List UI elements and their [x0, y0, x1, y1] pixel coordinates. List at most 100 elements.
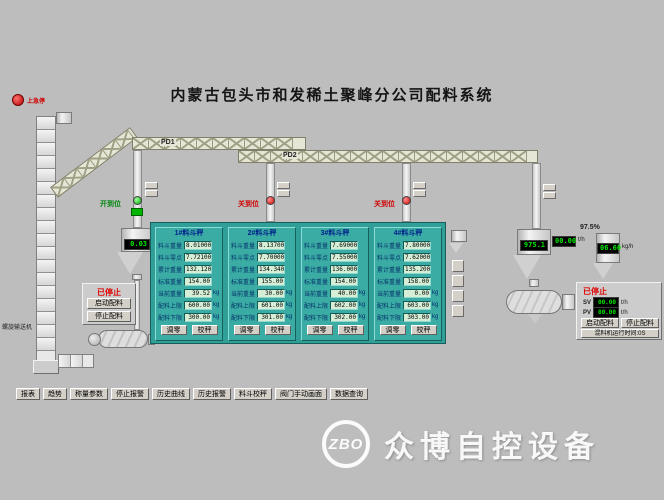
pv-unit: t/h — [621, 309, 628, 316]
left-hopper-outlet — [132, 274, 142, 280]
scale-row-value: 8.01000 — [184, 240, 212, 250]
belt-cell — [367, 151, 383, 162]
flow-display: 00.00 — [552, 236, 576, 247]
left-start-button[interactable]: 启动配料 — [87, 298, 131, 309]
toolbar-button-8[interactable]: 数据查询 — [330, 388, 368, 400]
watermark: ZBO 众博自控设备 — [322, 420, 600, 468]
toolbar-button-4[interactable]: 历史曲线 — [152, 388, 190, 400]
hopper-level-percent: 97.5% — [580, 224, 600, 231]
scale-row-value: 300.00 — [184, 312, 212, 322]
right-tank-unit: kg/h — [622, 244, 634, 250]
valve-indicator-box[interactable] — [452, 290, 464, 302]
calibrate-button[interactable]: 校秤 — [337, 325, 364, 335]
right-tank-display: 06.60 — [597, 243, 621, 254]
scale-panel-title: 4#料斗秤 — [393, 230, 423, 237]
left-status: 已停止 — [97, 288, 121, 297]
scale-row-label: 当前重量 — [304, 291, 329, 298]
conveyor-cell — [59, 355, 71, 367]
page-title: 内蒙古包头市和发稀土聚峰分公司配料系统 — [170, 87, 494, 104]
zero-button[interactable]: 调零 — [379, 325, 406, 335]
mixer — [506, 290, 562, 314]
elevator-cell — [37, 221, 55, 234]
scale-row-unit: kg — [213, 302, 220, 308]
valve-selector-box[interactable] — [413, 190, 426, 197]
valve-selector-box[interactable] — [145, 190, 158, 197]
calibrate-button[interactable]: 校秤 — [410, 325, 437, 335]
valve-selector-box[interactable] — [277, 190, 290, 197]
valve2-status-label: 关到位 — [238, 201, 259, 208]
scale-row-value: 7.80000 — [403, 240, 431, 250]
emergency-stop-button[interactable] — [12, 94, 24, 106]
scale-row-value: 155.00 — [257, 276, 285, 286]
valve-indicator-box[interactable] — [452, 305, 464, 317]
scale-row-label: 累计重量 — [158, 267, 183, 274]
valve-closed-led — [266, 196, 275, 205]
calibrate-button[interactable]: 校秤 — [191, 325, 218, 335]
toolbar-button-1[interactable]: 趋势 — [43, 388, 67, 400]
left-stop-button[interactable]: 停止配料 — [87, 311, 131, 322]
elevator-cell — [37, 325, 55, 338]
belt-cell — [229, 138, 245, 149]
valve-open-led — [133, 196, 142, 205]
toolbar-button-5[interactable]: 历史报警 — [193, 388, 231, 400]
toolbar-button-6[interactable]: 料斗校秤 — [234, 388, 272, 400]
calibrate-button[interactable]: 校秤 — [264, 325, 291, 335]
bucket-elevator — [36, 116, 56, 362]
scale-row-value: 7.69000 — [330, 240, 358, 250]
valve-selector-box[interactable] — [543, 184, 556, 191]
belt-cell — [335, 151, 351, 162]
toolbar-button-2[interactable]: 称量参数 — [70, 388, 108, 400]
scale-row-label: 配料上限 — [377, 303, 402, 310]
pv-label: PV — [583, 309, 592, 316]
zero-button[interactable]: 调零 — [306, 325, 333, 335]
scale-row-label: 标准重量 — [231, 279, 256, 286]
valve-selector-box[interactable] — [543, 192, 556, 199]
belt-conveyor-1 — [132, 137, 306, 150]
valve-indicator-box[interactable] — [452, 260, 464, 272]
belt-cell — [479, 151, 495, 162]
zero-button[interactable]: 调零 — [160, 325, 187, 335]
conveyor-cell — [71, 355, 83, 367]
valve-selector-box[interactable] — [413, 182, 426, 189]
product-hopper-outlet — [529, 279, 539, 287]
elevator-drive — [56, 112, 72, 124]
toolbar-button-0[interactable]: 报表 — [16, 388, 40, 400]
scale-row-label: 当前重量 — [231, 291, 256, 298]
scale-row-unit: kg — [286, 314, 293, 320]
scale-row-value: 7.70000 — [257, 252, 285, 262]
scale-row-unit: kg — [432, 290, 439, 296]
right-start-button[interactable]: 启动配料 — [581, 318, 619, 328]
mixer-outlet — [528, 314, 542, 324]
valve-indicator-box[interactable] — [452, 275, 464, 287]
valve-selector-box[interactable] — [277, 182, 290, 189]
zero-button[interactable]: 调零 — [233, 325, 260, 335]
toolbar-button-7[interactable]: 阀门手动画面 — [275, 388, 327, 400]
elevator-cell — [37, 117, 55, 130]
scale-row-value: 132.120 — [184, 264, 212, 274]
product-hopper-display: 975.1 — [520, 240, 548, 251]
toolbar-button-3[interactable]: 停止报警 — [111, 388, 149, 400]
scale-row-unit: kg — [213, 290, 220, 296]
watermark-logo: ZBO — [322, 420, 370, 468]
right-stop-button[interactable]: 停止配料 — [621, 318, 659, 328]
scale-row-unit: kg — [213, 314, 220, 320]
elevator-cell — [37, 286, 55, 299]
flow-unit-label: t/h — [578, 237, 585, 243]
elevator-cell — [37, 130, 55, 143]
valve-selector-box[interactable] — [145, 182, 158, 189]
drop-pipe-4 — [532, 163, 541, 229]
scale-row-label: 料斗零点 — [304, 255, 329, 262]
belt-cell — [351, 151, 367, 162]
belt-cell — [261, 138, 277, 149]
scale-row-label: 料斗重量 — [304, 243, 329, 250]
belt-cell — [133, 138, 149, 149]
belt-cell — [197, 138, 213, 149]
